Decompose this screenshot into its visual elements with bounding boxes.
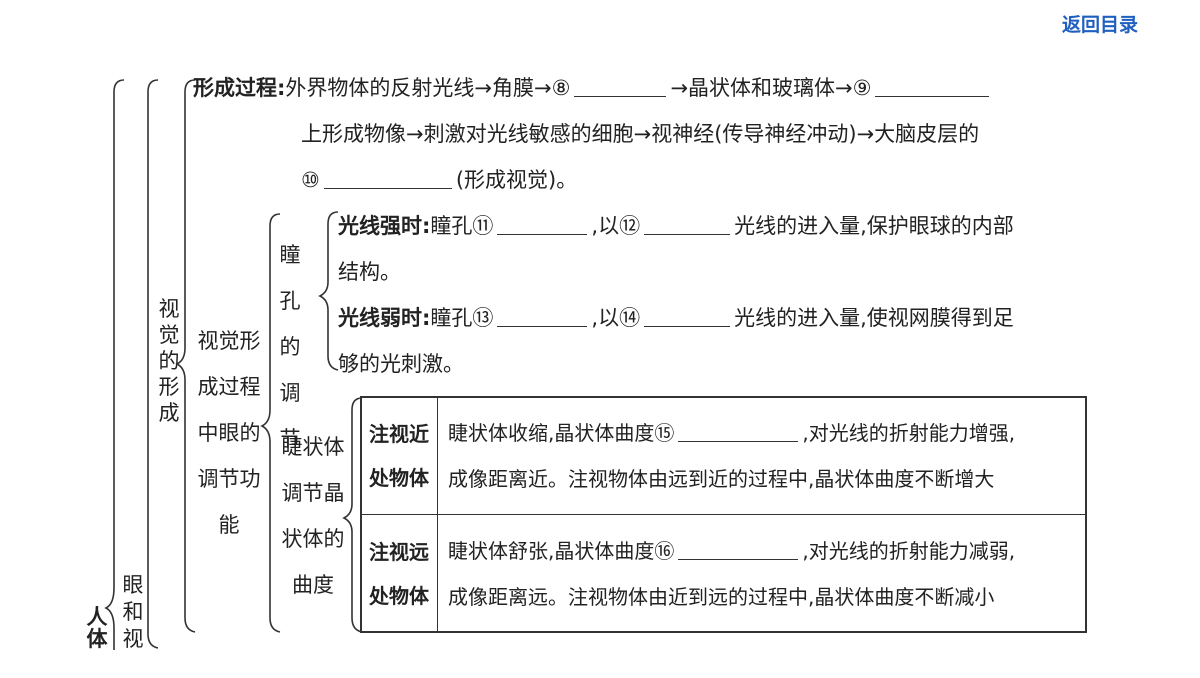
table-row: 注视远处物体 睫状体舒张,晶状体曲度⑯ ,对光线的折射能力减弱, 成像距离远。注视…: [360, 514, 1087, 633]
blank-10[interactable]: [323, 170, 452, 189]
level-label-ciliary-adjustment: 睫状体调节晶状体的曲度: [281, 435, 345, 597]
far-line-1: 睫状体舒张,晶状体曲度⑯ ,对光线的折射能力减弱,: [448, 528, 1076, 574]
pupil-weak-text-b: ,以⑭: [591, 306, 641, 330]
near-object-header: 注视近处物体: [360, 396, 438, 515]
pupil-weak-label: 光线弱时:: [338, 306, 431, 330]
table-row: 注视近处物体 睫状体收缩,晶状体曲度⑮ ,对光线的折射能力增强, 成像距离近。注视…: [360, 396, 1087, 515]
process-text-1b: →晶状体和玻璃体→⑨: [670, 76, 872, 100]
far-text-a: 睫状体舒张,晶状体曲度⑯: [448, 538, 675, 563]
pupil-strong-text-b: ,以⑫: [591, 214, 641, 238]
brace-vision-formation: [175, 79, 196, 633]
near-line-2: 成像距离近。注视物体由远到近的过程中,晶状体曲度不断增大: [448, 466, 995, 491]
near-text-b: ,对光线的折射能力增强,: [802, 420, 1016, 445]
pupil-strong-line: 光线强时:瞳孔⑪ ,以⑫ 光线的进入量,保护眼球的内部: [338, 210, 1014, 242]
pupil-weak-line: 光线弱时:瞳孔⑬ ,以⑭ 光线的进入量,使视网膜得到足: [338, 302, 1014, 334]
process-text-1a: 外界物体的反射光线→角膜→⑧: [285, 76, 571, 100]
far-text-b: ,对光线的折射能力减弱,: [802, 538, 1016, 563]
brace-eye-adjustment: [260, 213, 281, 633]
blank-12[interactable]: [644, 216, 731, 235]
pupil-strong-text-c: 光线的进入量,保护眼球的内部: [734, 214, 1014, 238]
level-label-eye-vision: 眼和视: [122, 573, 144, 651]
far-object-header: 注视远处物体: [360, 514, 438, 633]
level-label-human-body: 人体: [86, 605, 108, 651]
pupil-weak-line-2: 够的光刺激。: [338, 352, 464, 376]
brace-eye-vision: [147, 79, 159, 649]
brace-human-body: [104, 79, 125, 650]
process-line-3: ⑩ (形成视觉)。: [301, 164, 577, 196]
blank-8[interactable]: [574, 78, 667, 97]
near-text-a: 睫状体收缩,晶状体曲度⑮: [448, 420, 675, 445]
pupil-weak-text-c: 光线的进入量,使视网膜得到足: [734, 306, 1014, 330]
process-line-2: 上形成物像→刺激对光线敏感的细胞→视神经(传导神经冲动)→大脑皮层的: [301, 122, 980, 146]
blank-13[interactable]: [497, 308, 588, 327]
brace-pupil: [318, 211, 339, 371]
blank-11[interactable]: [497, 216, 588, 235]
blank-9[interactable]: [875, 78, 990, 97]
process-text-3a: ⑩: [301, 168, 320, 192]
brace-ciliary: [342, 397, 363, 633]
process-colon: :: [277, 76, 286, 100]
process-label: 形成过程: [193, 76, 277, 100]
lens-adjustment-table: 注视近处物体 睫状体收缩,晶状体曲度⑮ ,对光线的折射能力增强, 成像距离近。注视…: [360, 396, 1087, 633]
far-object-cell: 睫状体舒张,晶状体曲度⑯ ,对光线的折射能力减弱, 成像距离远。注视物体由近到远的…: [437, 514, 1087, 633]
far-line-2: 成像距离远。注视物体由近到远的过程中,晶状体曲度不断减小: [448, 584, 995, 609]
process-text-3b: (形成视觉)。: [455, 168, 578, 192]
near-line-1: 睫状体收缩,晶状体曲度⑮ ,对光线的折射能力增强,: [448, 410, 1076, 456]
pupil-strong-label: 光线强时:: [338, 214, 431, 238]
pupil-strong-text-a: 瞳孔⑪: [430, 214, 494, 238]
pupil-strong-line-2: 结构。: [338, 260, 401, 284]
blank-16[interactable]: [678, 541, 799, 560]
back-to-contents-link[interactable]: 返回目录: [1061, 14, 1138, 36]
near-object-cell: 睫状体收缩,晶状体曲度⑮ ,对光线的折射能力增强, 成像距离近。注视物体由远到近的…: [437, 396, 1087, 515]
process-line-1: 形成过程:外界物体的反射光线→角膜→⑧ →晶状体和玻璃体→⑨: [193, 72, 993, 104]
blank-14[interactable]: [644, 308, 731, 327]
level-label-vision-formation: 视觉的形成: [158, 297, 180, 425]
pupil-weak-text-a: 瞳孔⑬: [430, 306, 494, 330]
level-label-pupil-adjustment: 瞳孔的调节: [279, 243, 301, 451]
blank-15[interactable]: [678, 423, 799, 442]
level-label-eye-adjustment: 视觉形成过程中眼的调节功能: [197, 329, 261, 537]
